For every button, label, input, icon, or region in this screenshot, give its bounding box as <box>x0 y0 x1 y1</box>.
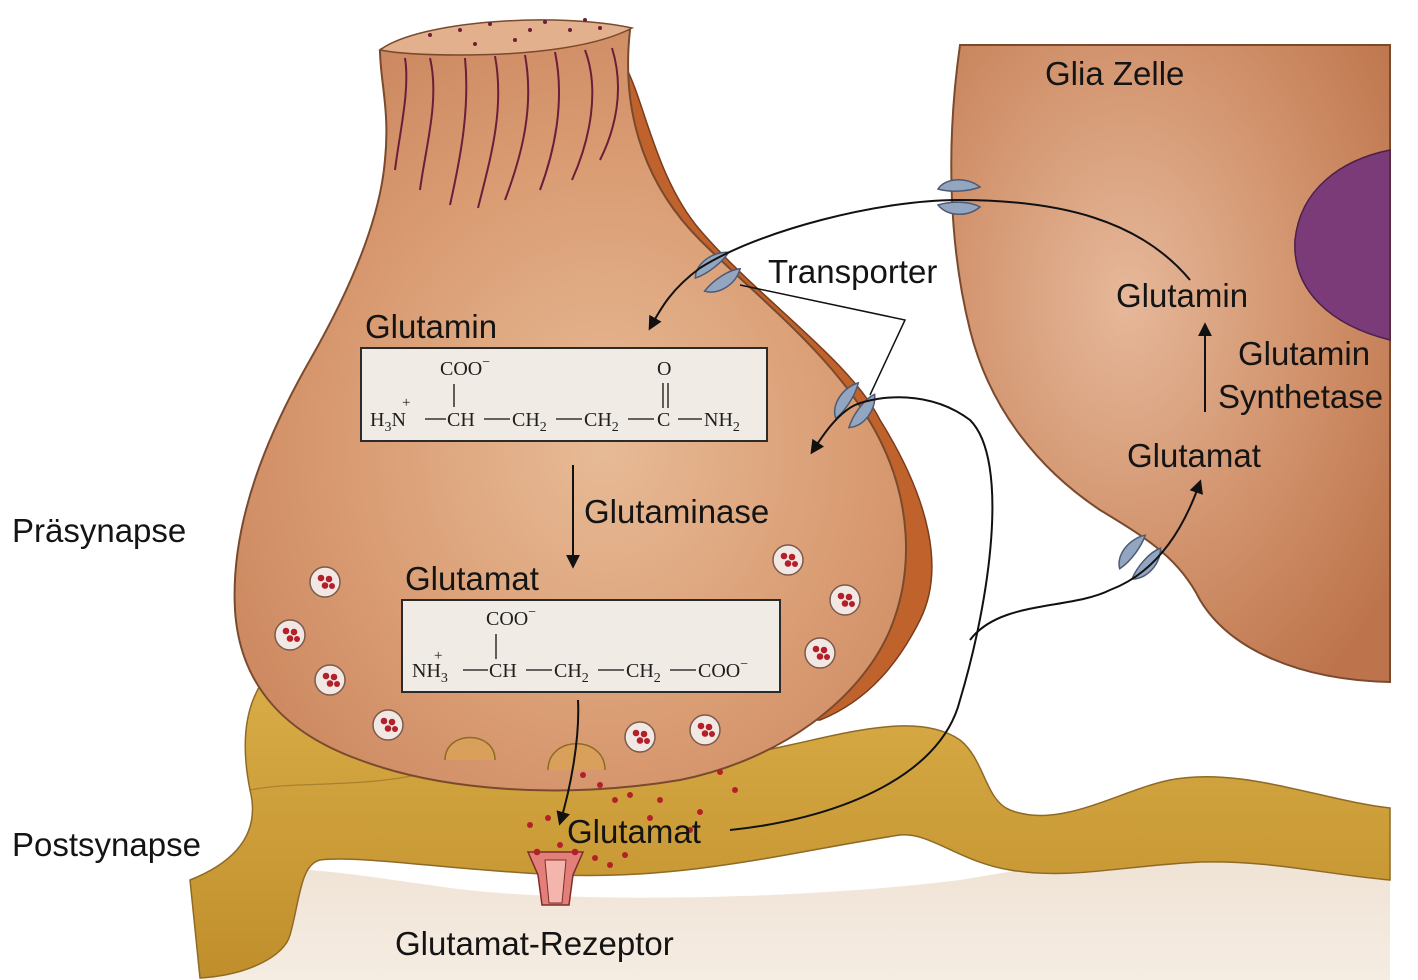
glutamine-glia-label: Glutamin <box>1116 277 1248 314</box>
vesicle <box>310 567 340 597</box>
presynapse-label: Präsynapse <box>12 512 186 549</box>
postsynapse-label: Postsynapse <box>12 826 201 863</box>
vesicle <box>315 665 345 695</box>
vesicle <box>275 620 305 650</box>
ch-group: CH <box>447 409 475 431</box>
glutamine-synthetase-label-line1: Glutamin <box>1238 335 1370 372</box>
glutamine-formula-box: COO− O + H3N CH CH2 CH2 C NH2 <box>361 348 767 441</box>
glutaminase-label: Glutaminase <box>584 493 769 530</box>
glutamate-receptor-label: Glutamat-Rezeptor <box>395 925 674 962</box>
vesicle <box>625 722 655 752</box>
glutamate-glia-label: Glutamat <box>1127 437 1261 474</box>
glutamate-cleft-label: Glutamat <box>567 813 701 850</box>
oxygen-atom: O <box>657 358 671 380</box>
vesicle <box>805 638 835 668</box>
glutamine-presynapse-label: Glutamin <box>365 308 497 345</box>
glutamate-formula-box: COO− + NH3 CH CH2 CH2 COO− <box>402 600 780 692</box>
ch-group: CH <box>489 660 517 682</box>
vesicle <box>690 715 720 745</box>
transporter-label: Transporter <box>768 253 937 290</box>
vesicle <box>830 585 860 615</box>
carbon-atom: C <box>657 409 670 431</box>
vesicle <box>773 545 803 575</box>
glutamate-presynapse-label: Glutamat <box>405 560 539 597</box>
glia-cell-label: Glia Zelle <box>1045 55 1184 92</box>
glutamine-synthetase-label-line2: Synthetase <box>1218 378 1383 415</box>
vesicle <box>373 710 403 740</box>
